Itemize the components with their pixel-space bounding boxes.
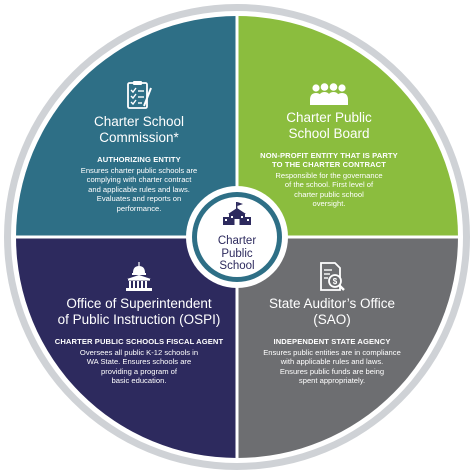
ospi-desc-line: WA State. Ensures schools are — [86, 357, 192, 367]
charter-school-board-section: Charter Public School Board NON-PROFIT E… — [254, 80, 404, 209]
commission-desc-line: and applicable rules and laws. — [88, 184, 190, 194]
sao-title-line2: (SAO) — [313, 312, 351, 327]
board-subtitle-line2: TO THE CHARTER CONTRACT — [272, 160, 386, 169]
board-title-line1: Charter Public — [286, 110, 372, 125]
commission-title-line2: Commission* — [99, 130, 179, 145]
state-auditor-section: $ State Auditor’s Office (SAO) INDEPENDE… — [244, 262, 420, 386]
ospi-desc-line: providing a program of — [101, 366, 177, 376]
svg-text:$: $ — [333, 277, 338, 286]
board-title: Charter Public School Board — [254, 110, 404, 142]
quadrant-top-right — [237, 16, 458, 237]
ospi-subtitle: CHARTER PUBLIC SCHOOLS FISCAL AGENT — [54, 337, 224, 346]
ospi-section: Office of Superintendent of Public Instr… — [46, 262, 232, 386]
center-label-line2: Public — [221, 247, 253, 260]
quadrant-bottom-left — [16, 237, 237, 458]
board-desc-line: of the school. First level of — [284, 180, 374, 190]
capitol-building-icon — [126, 262, 152, 291]
ospi-desc-line: Oversees all public K-12 schools in — [79, 348, 199, 357]
sao-title: State Auditor’s Office (SAO) — [244, 296, 420, 328]
clipboard-checklist-icon — [127, 81, 152, 109]
sao-desc-line: Ensures public entities are in complianc… — [263, 348, 401, 357]
sao-description: Ensures public entities are in complianc… — [244, 348, 420, 386]
commission-desc-line: complying with charter contract — [86, 175, 192, 185]
ospi-title: Office of Superintendent of Public Instr… — [46, 296, 232, 328]
ospi-title-line2: of Public Instruction (OSPI) — [57, 312, 221, 327]
ospi-description: Oversees all public K-12 schools in WA S… — [46, 348, 232, 386]
quadrant-top-left — [16, 16, 237, 237]
board-title-line2: School Board — [288, 126, 370, 141]
sao-desc-line: spent appropriately. — [298, 376, 366, 386]
charter-school-commission-section: Charter School Commission* AUTHORIZING E… — [64, 80, 214, 213]
board-subtitle-line1: NON-PROFIT ENTITY THAT IS PARTY — [260, 151, 398, 160]
ospi-title-line1: Office of Superintendent — [66, 296, 212, 311]
commission-title-line1: Charter School — [93, 114, 185, 129]
school-building-icon — [223, 202, 251, 225]
board-subtitle: NON-PROFIT ENTITY THAT IS PARTY TO THE C… — [254, 151, 404, 169]
board-description: Responsible for the governance of the sc… — [254, 171, 404, 209]
board-desc-line: charter public school — [294, 189, 364, 199]
sao-title-line1: State Auditor’s Office — [268, 296, 396, 311]
sao-desc-line: with applicable rules and laws. — [280, 357, 384, 367]
board-desc-line: Responsible for the governance — [275, 171, 383, 180]
board-members-icon — [310, 83, 348, 105]
commission-description: Ensures charter public schools are compl… — [64, 166, 214, 213]
document-magnifier-icon: $ — [320, 262, 345, 291]
ospi-desc-line: basic education. — [111, 376, 167, 386]
center-label: Charter Public School — [198, 235, 276, 273]
commission-subtitle: AUTHORIZING ENTITY — [97, 155, 181, 164]
board-desc-line: oversight. — [312, 199, 346, 209]
commission-desc-line: Evaluates and reports on — [96, 194, 182, 204]
sao-desc-line: Ensures public funds are being — [279, 366, 385, 376]
sao-subtitle: INDEPENDENT STATE AGENCY — [273, 337, 391, 346]
center-label-line1: Charter — [217, 235, 257, 247]
center-disc — [197, 197, 277, 277]
quadrant-bottom-right — [237, 237, 458, 458]
commission-desc-line: Ensures charter public schools are — [80, 166, 198, 175]
commission-title: Charter School Commission* — [64, 114, 214, 146]
center-label-line3: School — [219, 260, 255, 272]
commission-desc-line: performance. — [116, 203, 162, 213]
